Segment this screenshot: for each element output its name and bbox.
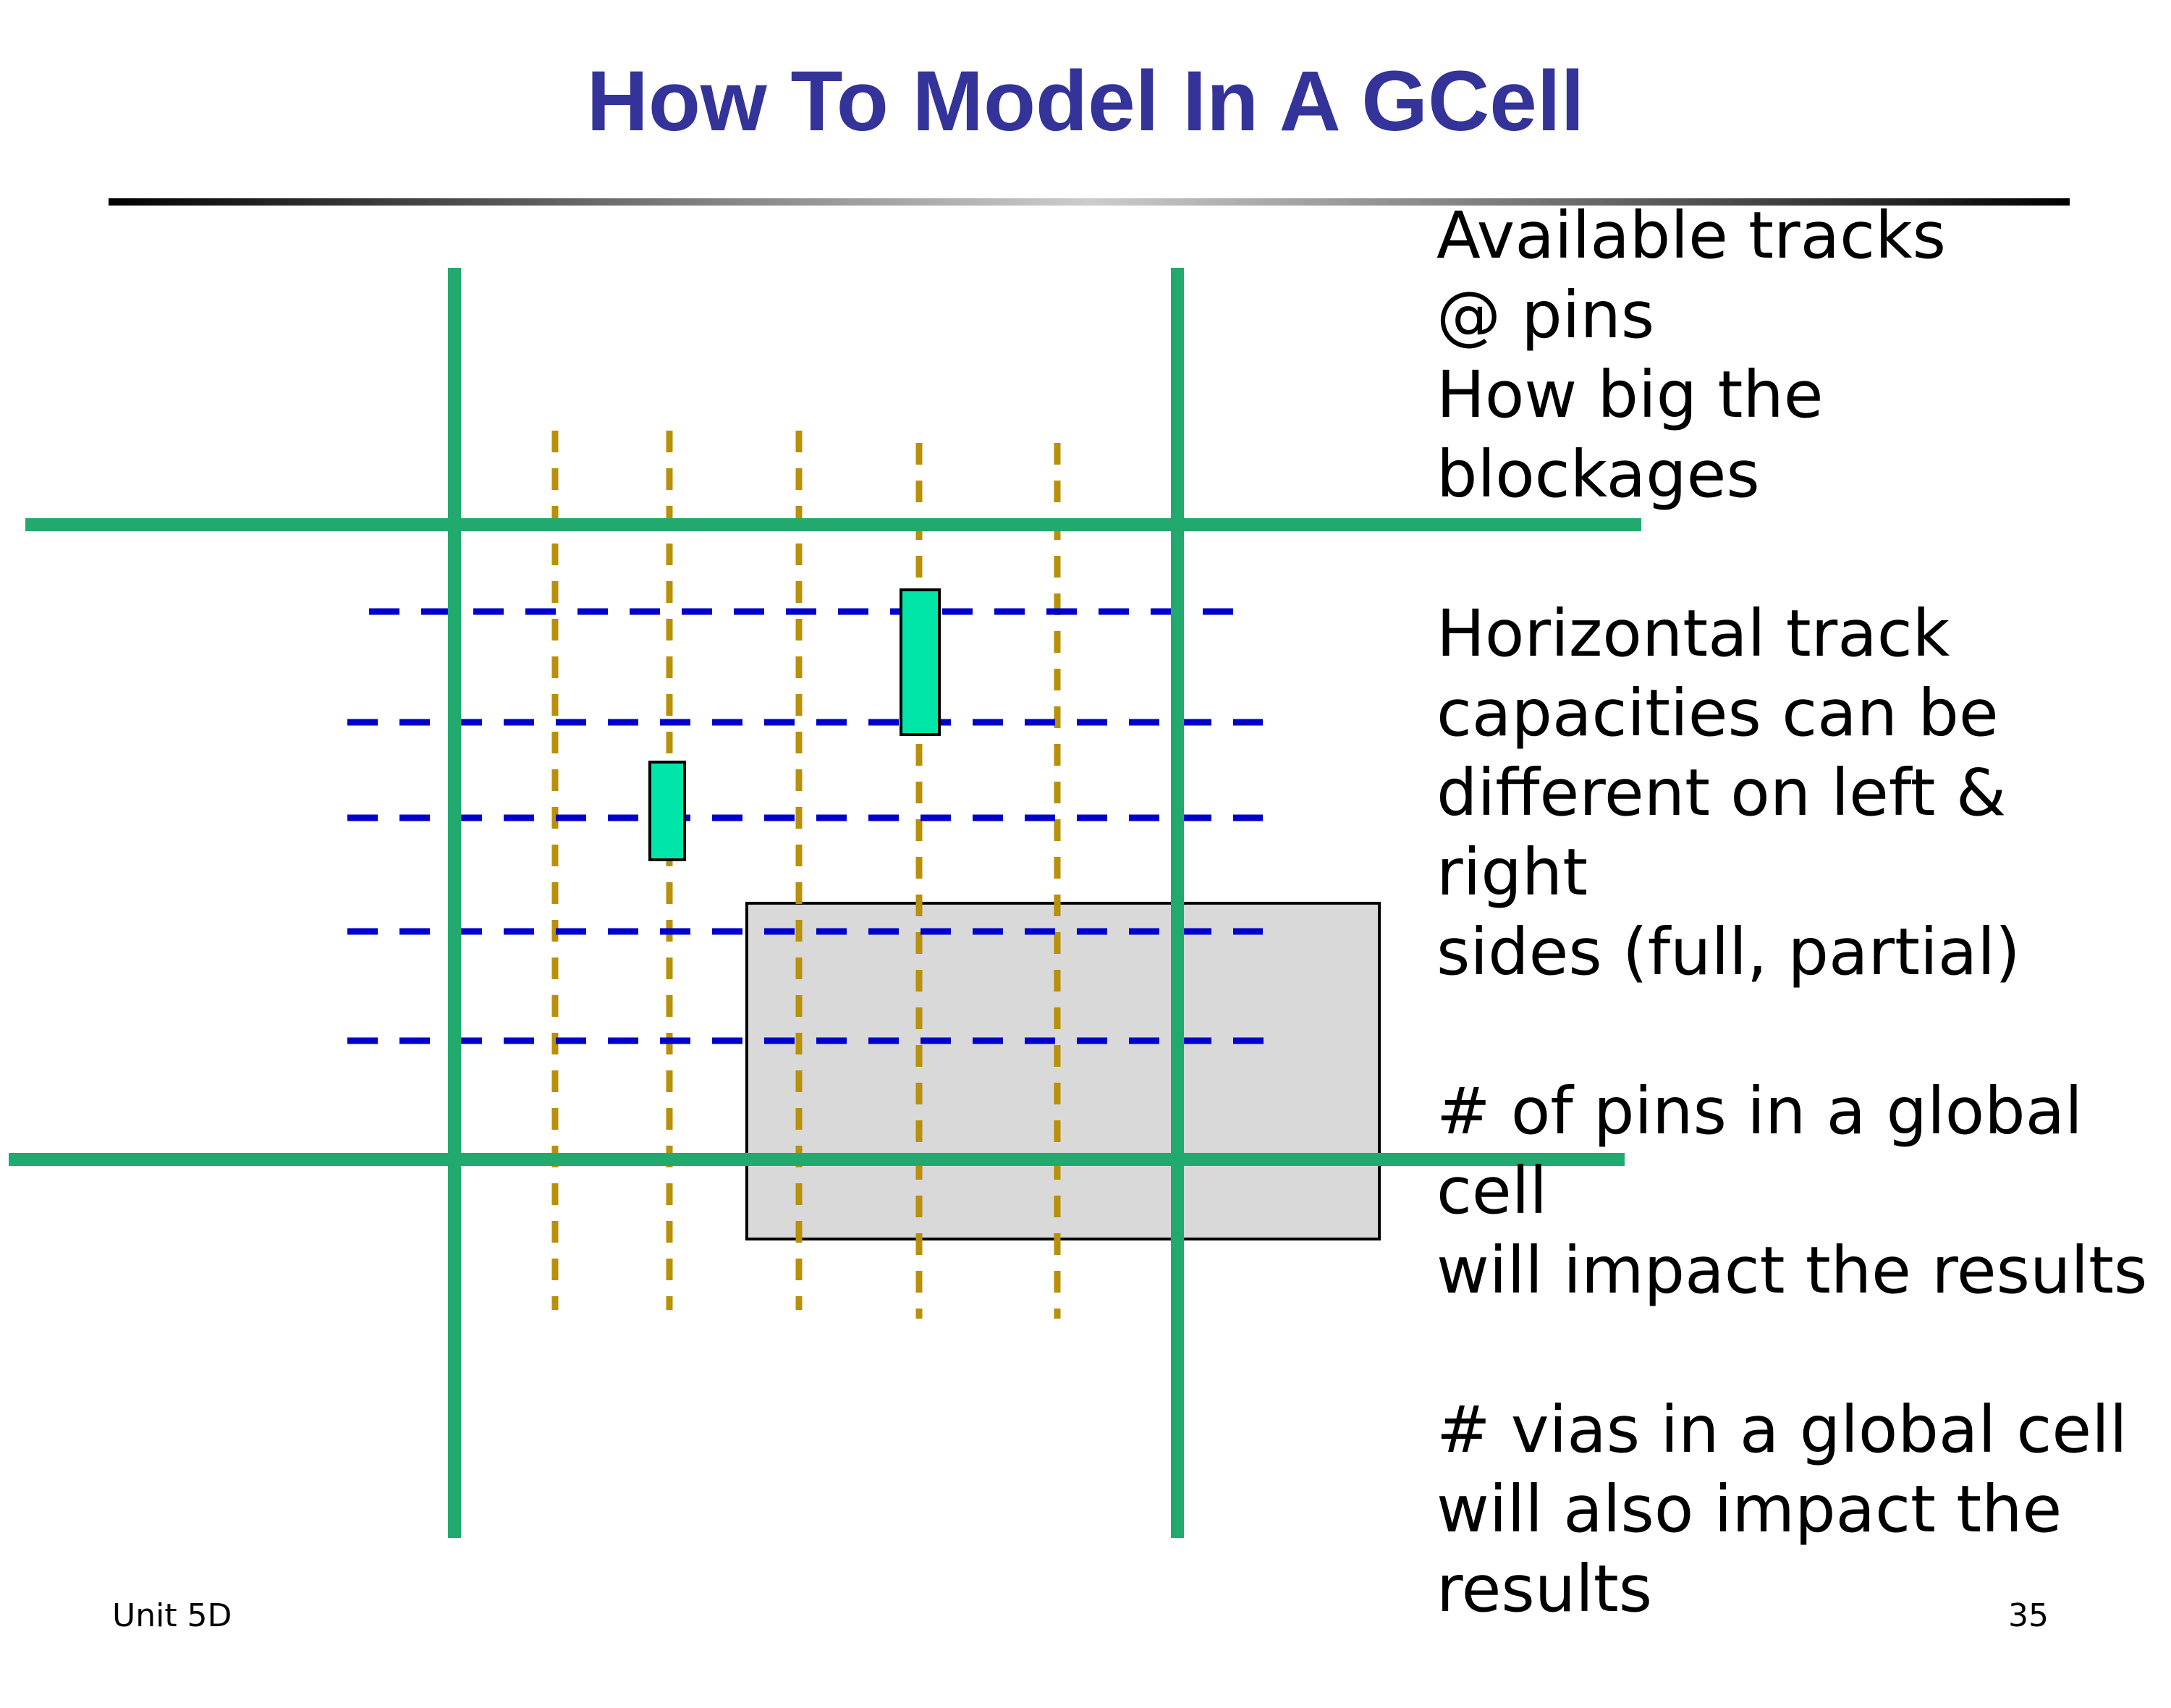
bullet-available-tracks: Available tracks @ pins How big the bloc… [1436,198,1947,512]
pin-rect-upper [900,588,941,736]
blockage-rect [745,902,1381,1240]
bullet-horizontal-capacities: Horizontal track capacities can be diffe… [1436,596,2020,989]
bullet-pins-impact: # of pins in a global cell will impact t… [1436,1073,2148,1308]
page-number: 35 [2008,1597,2049,1634]
pin-rect-lower [648,761,686,861]
gcell-diagram [9,268,1641,1538]
slide-title: How To Model In A GCell [586,54,1585,149]
title-divider [109,198,2070,206]
explanation-text: Available tracks @ pins How big the bloc… [1436,195,2160,1708]
footer-unit-label: Unit 5D [112,1597,232,1634]
bullet-vias-impact: # vias in a global cell will also impact… [1436,1392,2128,1626]
